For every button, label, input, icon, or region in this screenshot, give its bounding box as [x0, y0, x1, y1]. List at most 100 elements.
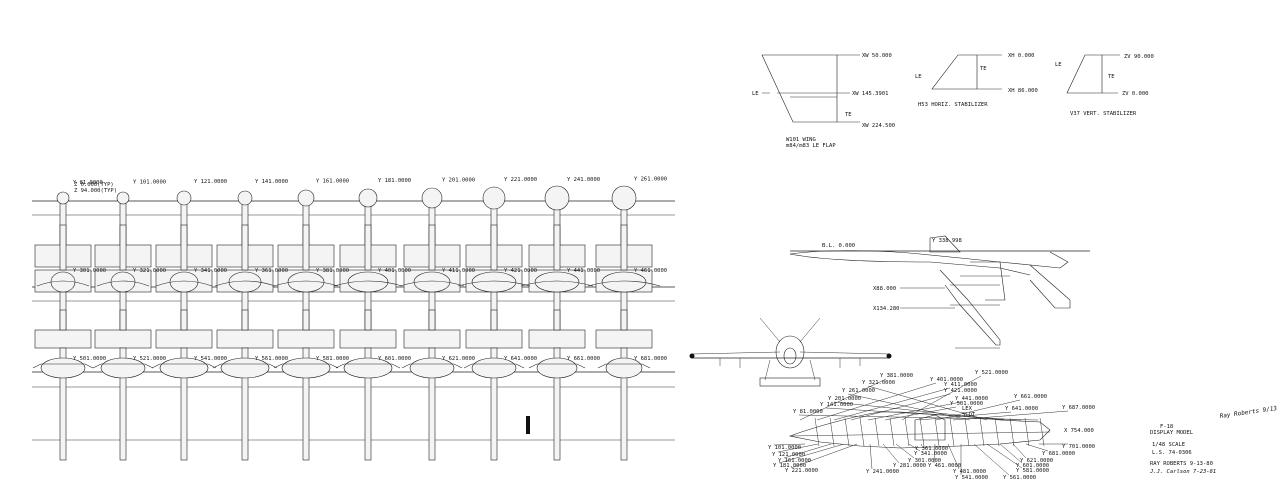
section-wing-outline: [151, 363, 217, 369]
station-label: Y 221.0000: [504, 177, 537, 183]
section-wing-outline: [36, 280, 90, 287]
plan-station-label: Y 641.0000: [1005, 406, 1038, 412]
section-panel: [465, 329, 523, 349]
plan-station-label: Y 541.0000: [955, 475, 988, 481]
fuselage-cross-section: [110, 271, 136, 293]
section-wing-outline: [273, 280, 339, 287]
plan-station-label: Y 221.0000: [785, 468, 818, 474]
station-label: Y 261.0000: [634, 176, 667, 182]
section-riser: [180, 224, 188, 271]
station-leader: [1012, 443, 1027, 459]
section-riser: [241, 309, 249, 331]
title-display: DISPLAY MODEL: [1150, 430, 1194, 436]
station-label: Y 381.0000: [316, 268, 349, 274]
station-leader: [799, 378, 887, 421]
plan-station-label: Y 261.0000: [842, 388, 875, 394]
plan-station-label: Y 521.0000: [975, 370, 1008, 376]
plan-lex-slot-label: SLOT: [962, 412, 976, 418]
fuselage-cross-section: [159, 357, 209, 379]
fuselage-cross-section: [56, 191, 70, 205]
section-panel: [403, 329, 461, 349]
plan-station-label: Y 181.0000: [773, 463, 806, 469]
planform-station-line: [964, 417, 970, 447]
wing-station-xw145: XW 145.3901: [852, 91, 888, 97]
section-panel: [216, 329, 274, 349]
wing-le-label: LE: [752, 91, 759, 97]
plan-nose-label: X 754.000: [1064, 428, 1094, 434]
station-label: Y 541.0000: [194, 356, 227, 362]
station-leader: [999, 443, 1023, 464]
hstab-le-label: LE: [915, 74, 922, 80]
fuselage-cross-section: [413, 271, 451, 293]
section-wing-outline: [399, 280, 465, 287]
station-label: Y 461.0000: [634, 268, 667, 274]
planform-station-line: [994, 417, 1000, 447]
fuselage-cross-section: [421, 187, 443, 209]
station-leader: [790, 443, 858, 469]
section-riser: [59, 347, 67, 461]
section-riser: [119, 224, 127, 271]
station-label: Y 501.0000: [73, 356, 106, 362]
front-view: [689, 317, 892, 387]
fuselage-cross-section: [281, 357, 331, 379]
station-leader: [867, 385, 988, 421]
section-panel: [339, 329, 397, 349]
station-label: Y 361.0000: [255, 268, 288, 274]
planform-station-line: [874, 417, 880, 447]
title-scale: 1/48 SCALE: [1152, 442, 1185, 448]
plan-station-label: Y 701.0000: [1062, 444, 1095, 450]
section-riser: [620, 309, 628, 331]
section-wing-outline: [155, 280, 213, 287]
typ-note-z0: Z 0.000(TYP): [74, 182, 114, 188]
section-riser: [241, 347, 249, 461]
station-leader: [869, 443, 873, 470]
fuselage-cross-section: [471, 357, 517, 379]
planform-station-line: [889, 417, 895, 447]
section-riser: [490, 347, 498, 461]
fuselage-cross-section: [534, 271, 580, 293]
section-riser: [620, 224, 628, 271]
side-bl-label: B.L. 0.000: [822, 243, 855, 249]
planform-station-line: [1009, 417, 1015, 447]
station-label: Y 241.0000: [567, 177, 600, 183]
section-riser: [180, 309, 188, 331]
planform-station-line: [919, 417, 925, 447]
station-label: Y 411.0000: [442, 268, 475, 274]
section-wing-outline: [597, 363, 651, 369]
section-riser: [302, 309, 310, 331]
section-riser: [553, 309, 561, 331]
station-leader: [908, 443, 921, 452]
plan-station-label: Y 661.0000: [1014, 394, 1047, 400]
section-wing-outline: [214, 280, 276, 287]
vstab-le-label: LE: [1055, 62, 1062, 68]
side-y-top-label: Y 338.998: [932, 238, 962, 244]
station-leader: [1025, 443, 1049, 452]
station-leader: [901, 375, 982, 421]
section-wing-outline: [212, 363, 278, 369]
section-riser: [59, 309, 67, 331]
planform-station-line: [814, 417, 820, 447]
plan-station-label: Y 381.0000: [880, 373, 913, 379]
station-label: Y 521.0000: [133, 356, 166, 362]
section-riser: [241, 224, 249, 271]
vstab-te-label: TE: [1108, 74, 1115, 80]
hstab-te-label: TE: [980, 66, 987, 72]
station-label: Y 161.0000: [316, 178, 349, 184]
section-wing-outline: [32, 363, 94, 369]
station-label: Y 661.0000: [567, 356, 600, 362]
plan-station-label: Y 281.0000: [893, 463, 926, 469]
station-label: Y 341.0000: [194, 268, 227, 274]
fuselage-cross-section: [409, 357, 455, 379]
side-view: B.L. 0.000 Y 338.998 X88.000 X134.280: [789, 235, 1090, 349]
station-leader: [895, 443, 915, 459]
fuselage-cross-section: [176, 190, 192, 206]
plan-station-label: Y 461.0000: [928, 463, 961, 469]
planform-station-line: [1024, 417, 1030, 447]
plan-station-label: Y 101.0000: [768, 445, 801, 451]
section-panel: [94, 329, 152, 349]
section-panel: [595, 329, 653, 349]
fuselage-cross-section: [237, 190, 253, 206]
section-riser: [119, 309, 127, 331]
planform-station-line: [859, 417, 865, 447]
